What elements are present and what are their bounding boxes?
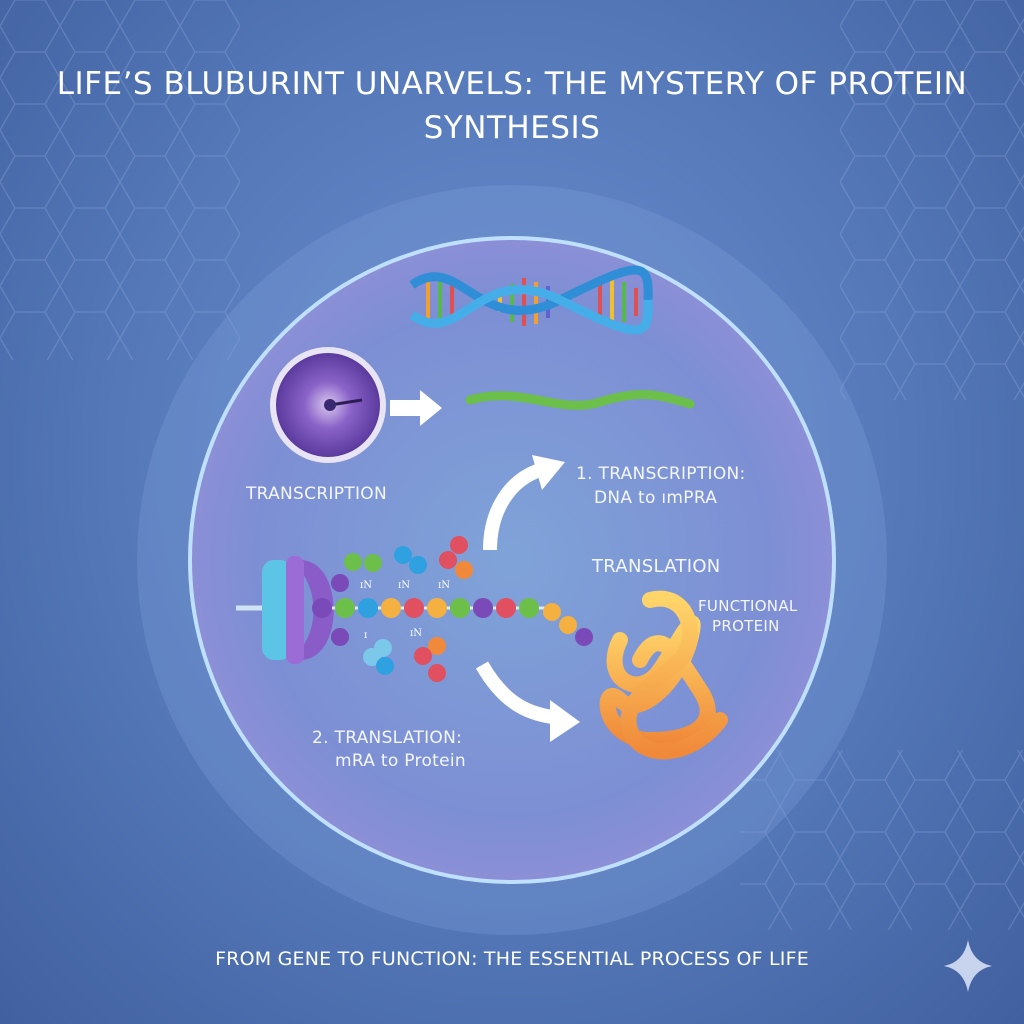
amino-acid-bead <box>331 574 349 592</box>
amino-acid-bead <box>496 598 516 618</box>
translation-label: TRANSLATION <box>592 556 721 577</box>
functional-protein-label-1: FUNCTIONAL <box>698 597 798 615</box>
amino-acid-bead <box>312 598 332 618</box>
arrow-right-icon <box>390 390 442 426</box>
amino-acid-bead <box>404 598 424 618</box>
curved-arrow-icon <box>475 455 580 742</box>
step2-title: 2. TRANSLATION: <box>312 728 463 748</box>
amino-acid-bead <box>335 598 355 618</box>
step2-subtitle: mRA to Protein <box>335 751 466 771</box>
amino-acid-bead <box>427 598 447 618</box>
nucleus-icon <box>270 347 386 463</box>
step1-subtitle: DNA to ımPRA <box>594 488 718 508</box>
footer-tagline: FROM GENE TO FUNCTION: THE ESSENTIAL PRO… <box>215 948 809 970</box>
amino-acid-chain-icon <box>312 536 593 682</box>
amino-acid-bead <box>331 628 349 646</box>
trna-label: ɪN <box>398 580 410 591</box>
trna-label: ɪ <box>364 630 367 641</box>
amino-acid-bead <box>439 551 457 569</box>
amino-acid-bead <box>409 556 427 574</box>
amino-acid-bead <box>575 628 593 646</box>
functional-protein-label-2: PROTEIN <box>712 617 780 635</box>
trna-label: ɪN <box>438 580 450 591</box>
mrna-strand-icon <box>465 389 695 410</box>
amino-acid-bead <box>450 536 468 554</box>
trna-label: ɪN <box>410 628 422 639</box>
hexagon-pattern <box>0 0 1024 930</box>
amino-acid-bead <box>473 598 493 618</box>
amino-acid-bead <box>450 598 470 618</box>
trna-label: ɪN <box>360 580 372 591</box>
dna-helix-icon <box>409 265 653 335</box>
amino-acid-bead <box>358 598 378 618</box>
ribosome-icon <box>236 556 334 664</box>
amino-acid-bead <box>344 553 362 571</box>
amino-acid-bead <box>394 546 412 564</box>
amino-acid-bead <box>543 603 561 621</box>
folded-protein-icon <box>599 590 728 760</box>
trna-labels: ɪN ɪN ɪN ɪ ɪN <box>360 580 450 641</box>
amino-acid-bead <box>519 598 539 618</box>
amino-acid-bead <box>428 664 446 682</box>
sparkle-icon <box>944 940 992 992</box>
step1-title: 1. TRANSCRIPTION: <box>576 464 746 484</box>
amino-acid-bead <box>381 598 401 618</box>
transcription-label: TRANSCRIPTION <box>246 484 387 504</box>
amino-acid-bead <box>363 648 381 666</box>
amino-acid-bead <box>414 647 432 665</box>
amino-acid-bead <box>559 616 577 634</box>
page-title: LIFE’S BLUBURINT UNARVELS: THE MYSTERY O… <box>56 66 968 146</box>
amino-acid-bead <box>364 554 382 572</box>
amino-acid-bead <box>428 637 446 655</box>
amino-acid-bead <box>455 561 473 579</box>
amino-acid-bead <box>376 657 394 675</box>
